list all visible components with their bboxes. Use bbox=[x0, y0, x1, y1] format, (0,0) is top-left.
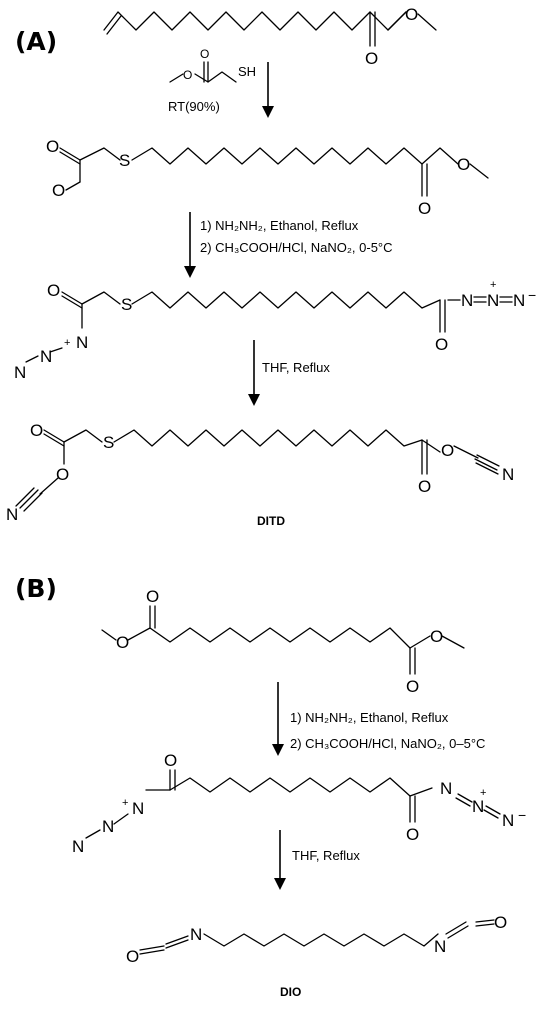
sulfur-atom-ditd: S bbox=[103, 433, 114, 452]
azide-n2-b-right: N bbox=[472, 797, 484, 816]
azide-n3-left: N bbox=[14, 363, 26, 382]
structure-dio: O N N O bbox=[126, 913, 507, 966]
structure-dimethyl-sebacate: O O O O bbox=[101, 587, 465, 696]
carbonyl-oxygen-ditd-right: O bbox=[418, 477, 431, 496]
acyl-oxygen-b-right: O bbox=[406, 825, 419, 844]
azide-n3-right: N bbox=[513, 291, 525, 310]
reaction-arrow-a2 bbox=[184, 212, 196, 278]
isocyanate-nitrogen-dio-right: N bbox=[434, 937, 446, 956]
carbonyl-oxygen-ditd-left: O bbox=[30, 421, 43, 440]
isocyanate-nitrogen-right: N bbox=[502, 465, 514, 484]
ester-oxygen-sebacate-left: O bbox=[116, 633, 129, 652]
azide-plus-b-right: + bbox=[480, 787, 486, 799]
carbonyl-oxygen: O bbox=[365, 49, 378, 68]
structure-ditd: O S O N O O N bbox=[6, 421, 514, 524]
reaction-arrow-b2 bbox=[274, 830, 286, 890]
azide-n2-right: N bbox=[487, 291, 499, 310]
reagent-ester-oxygen: O bbox=[183, 68, 192, 82]
azide-plus-right: + bbox=[490, 279, 496, 291]
step-b2-conditions: THF, Reflux bbox=[292, 848, 360, 863]
structure-undecenoate-ester: O O bbox=[103, 5, 437, 68]
isocyanate-oxygen-right: O bbox=[441, 441, 454, 460]
compound-label-dio: DIO bbox=[280, 985, 301, 999]
panel-label-a: (A) bbox=[15, 27, 57, 56]
compound-label-ditd: DITD bbox=[257, 514, 285, 528]
azide-n1-right: N bbox=[461, 291, 473, 310]
reagent-oxygen: O bbox=[200, 47, 209, 61]
azide-n2-b-left: N bbox=[102, 817, 114, 836]
isocyanate-oxygen-dio-right: O bbox=[494, 913, 507, 932]
reaction-arrow-b1 bbox=[272, 682, 284, 756]
step-b1-conditions-line2: 2) CH₃COOH/HCl, NaNO₂, 0–5°C bbox=[290, 736, 485, 751]
reagent-sh-label: SH bbox=[238, 64, 256, 79]
step-a1-conditions: RT(90%) bbox=[168, 99, 220, 114]
ester-oxygen-right: O bbox=[457, 155, 470, 174]
azide-n1-left: N bbox=[76, 333, 88, 352]
acyl-oxygen-right: O bbox=[435, 335, 448, 354]
ester-oxygen: O bbox=[405, 5, 418, 24]
sulfur-atom: S bbox=[119, 151, 130, 170]
structure-methyl-thioglycolate: O O SH bbox=[169, 47, 256, 83]
panel-label-b: (B) bbox=[15, 574, 57, 603]
isocyanate-nitrogen-left: N bbox=[6, 505, 18, 524]
carbonyl-oxygen-sebacate-right: O bbox=[406, 677, 419, 696]
azide-n1-b-right: N bbox=[440, 779, 452, 798]
step-b1-conditions-line1: 1) NH₂NH₂, Ethanol, Reflux bbox=[290, 710, 449, 725]
acyl-oxygen-b-left: O bbox=[164, 751, 177, 770]
azide-minus-right: − bbox=[528, 287, 536, 303]
ester-oxygen-left: O bbox=[52, 181, 65, 200]
azide-n3-b-left: N bbox=[72, 837, 84, 856]
isocyanate-nitrogen-dio-left: N bbox=[190, 925, 202, 944]
structure-sebacoyl-diazide: O N + N N O N N + N − bbox=[72, 751, 526, 856]
reaction-arrow-a3 bbox=[248, 340, 260, 406]
structure-diacyl-azide: O S N + N N O N N + N − bbox=[14, 279, 536, 382]
azide-n3-b-right: N bbox=[502, 811, 514, 830]
azide-plus-left: + bbox=[64, 337, 70, 349]
carbonyl-oxygen-sebacate-left: O bbox=[146, 587, 159, 606]
acyl-oxygen-left: O bbox=[47, 281, 60, 300]
ester-oxygen-sebacate-right: O bbox=[430, 627, 443, 646]
azide-minus-b-right: − bbox=[518, 807, 526, 823]
reaction-arrow-a1 bbox=[262, 62, 274, 118]
ester-carbonyl-oxygen-left: O bbox=[46, 137, 59, 156]
azide-n2-left: N bbox=[40, 347, 52, 366]
azide-plus-b-left: + bbox=[122, 797, 128, 809]
ester-carbonyl-oxygen-right: O bbox=[418, 199, 431, 218]
sulfur-atom-a3: S bbox=[121, 295, 132, 314]
step-a2-conditions-line2: 2) CH₃COOH/HCl, NaNO₂, 0-5°C bbox=[200, 240, 393, 255]
step-a2-conditions-line1: 1) NH₂NH₂, Ethanol, Reflux bbox=[200, 218, 359, 233]
azide-n1-b-left: N bbox=[132, 799, 144, 818]
step-a3-conditions: THF, Reflux bbox=[262, 360, 330, 375]
structure-thioether-diester: O O S O O bbox=[46, 137, 489, 218]
isocyanate-oxygen-dio-left: O bbox=[126, 947, 139, 966]
isocyanate-oxygen-left: O bbox=[56, 465, 69, 484]
